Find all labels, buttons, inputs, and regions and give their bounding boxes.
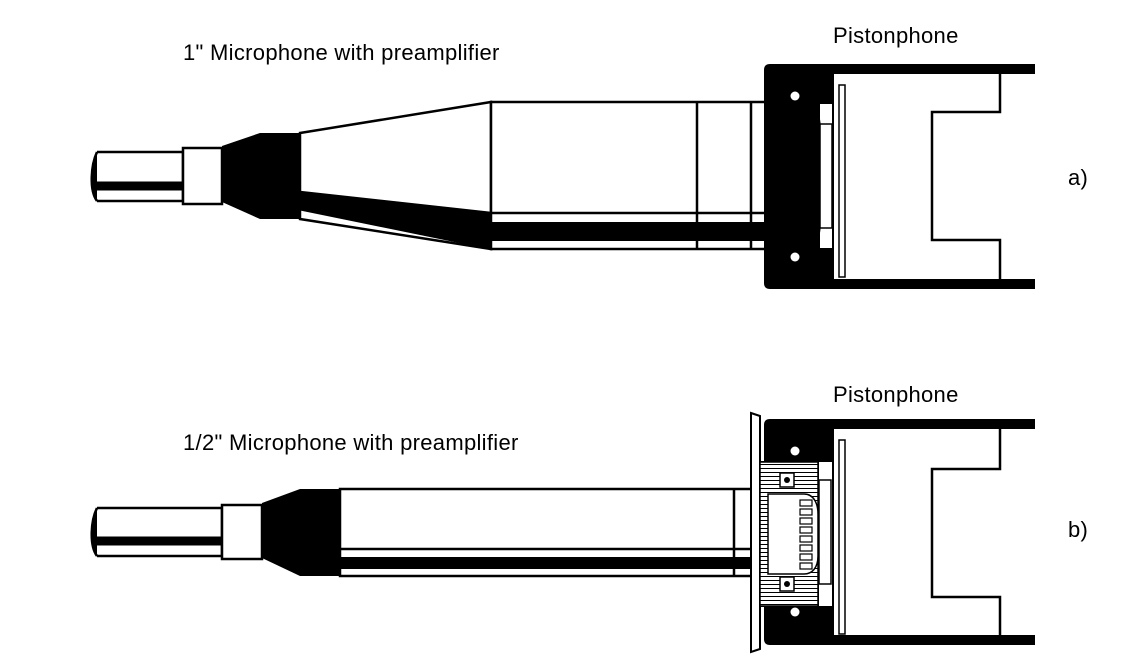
panel-a-pistonphone [764, 64, 1035, 289]
panel-b-pistonphone [759, 419, 1035, 645]
panel-a-pistonphone-label: Pistonphone [833, 23, 959, 48]
panel-a-microphone-body [489, 100, 809, 251]
panel-b-pistonphone-label: Pistonphone [833, 382, 959, 407]
panel-a-caption: 1" Microphone with preamplifier [183, 40, 500, 65]
panel-a-preamplifier [298, 100, 493, 251]
panel-a-tag: a) [1068, 165, 1088, 190]
panel-a: 1" Microphone with preamplifier Pistonph… [90, 23, 1088, 289]
panel-b-collar [262, 489, 340, 576]
panel-b-tag: b) [1068, 517, 1088, 542]
panel-a-collar [222, 133, 300, 219]
panel-b-preamplifier [338, 487, 770, 578]
panel-b-cable [90, 503, 264, 561]
panel-a-cable [90, 146, 224, 206]
panel-b: 1/2" Microphone with preamplifier Piston… [90, 382, 1088, 654]
panel-b-caption: 1/2" Microphone with preamplifier [183, 430, 519, 455]
